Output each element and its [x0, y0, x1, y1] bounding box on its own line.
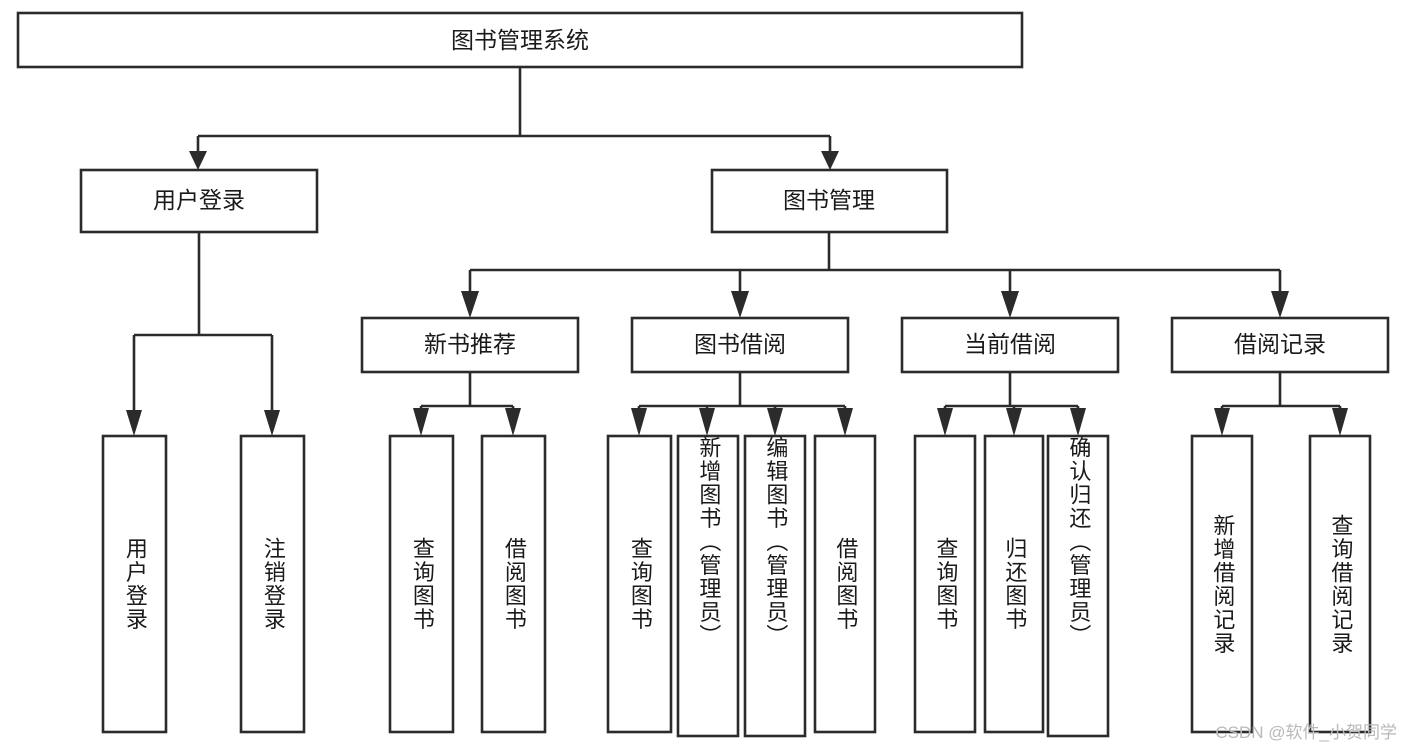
node-leaf-add-book-box[interactable] — [676, 434, 740, 738]
node-user-login-label: 用户登录 — [153, 187, 245, 213]
arrow-head-leaf-query-book-2 — [631, 408, 647, 436]
node-leaf-user-login-box[interactable] — [101, 434, 168, 734]
node-user-login[interactable]: 用户登录 — [79, 168, 319, 234]
arrow-head-book-borrow — [731, 291, 749, 318]
node-book-borrow[interactable]: 图书借阅 — [630, 316, 850, 374]
arrow-head-current-borrow — [1001, 291, 1019, 318]
arrow-head-user-login — [189, 151, 207, 170]
node-root-label: 图书管理系统 — [451, 27, 589, 53]
arrow-head-leaf-query-record — [1332, 408, 1348, 436]
arrow-head-leaf-add-book — [699, 408, 715, 436]
arrow-head-leaf-borrow-book-2 — [837, 408, 853, 436]
node-book-manage-box — [710, 168, 949, 234]
node-leaf-add-record-box[interactable] — [1190, 434, 1254, 734]
arrow-head-leaf-borrow-book-1 — [505, 408, 521, 436]
node-borrow-record-box — [1170, 316, 1390, 374]
arrow-head-leaf-edit-book — [767, 408, 783, 436]
node-leaf-query-book-1-box[interactable] — [388, 434, 455, 734]
node-leaf-borrow-book-2-box[interactable] — [813, 434, 877, 734]
node-book-manage[interactable]: 图书管理 — [710, 168, 949, 234]
node-current-borrow-label: 当前借阅 — [964, 331, 1056, 357]
watermark-text: CSDN @软件_小贺同学 — [1215, 723, 1397, 742]
arrow-head-leaf-query-book-3 — [937, 408, 953, 436]
node-new-book-recommend-label: 新书推荐 — [424, 331, 516, 357]
node-leaf-query-book-2-box[interactable] — [606, 434, 673, 734]
arrow-head-leaf-user-login — [126, 410, 142, 436]
node-root-box — [16, 11, 1024, 69]
node-book-borrow-box — [630, 316, 850, 374]
node-leaf-return-book-box[interactable] — [983, 434, 1045, 734]
arrow-head-leaf-confirm-return — [1070, 408, 1086, 436]
arrow-head-borrow-record — [1271, 291, 1289, 318]
node-book-borrow-label: 图书借阅 — [694, 331, 786, 357]
node-leaf-edit-book-box[interactable] — [743, 434, 807, 738]
arrow-head-leaf-query-book-1 — [413, 408, 429, 436]
node-root[interactable]: 图书管理系统 — [16, 11, 1024, 69]
arrow-head-leaf-add-record — [1214, 408, 1230, 436]
node-borrow-record-label: 借阅记录 — [1234, 331, 1326, 357]
node-leaf-borrow-book-1-box[interactable] — [480, 434, 547, 734]
arrow-head-leaf-logout — [264, 410, 280, 436]
node-borrow-record[interactable]: 借阅记录 — [1170, 316, 1390, 374]
node-new-book-recommend[interactable]: 新书推荐 — [360, 316, 580, 374]
node-book-manage-label: 图书管理 — [783, 187, 875, 213]
arrow-head-new-book-recommend — [461, 291, 479, 318]
node-leaf-query-record-box[interactable] — [1308, 434, 1372, 734]
node-current-borrow-box — [900, 316, 1120, 374]
node-leaf-confirm-return-box[interactable] — [1046, 434, 1110, 738]
node-new-book-recommend-box — [360, 316, 580, 374]
node-leaf-logout-box[interactable] — [239, 434, 306, 734]
arrow-head-leaf-return-book — [1006, 408, 1022, 436]
node-current-borrow[interactable]: 当前借阅 — [900, 316, 1120, 374]
arrow-head-book-manage — [821, 151, 839, 170]
node-leaf-query-book-3-box[interactable] — [913, 434, 977, 734]
